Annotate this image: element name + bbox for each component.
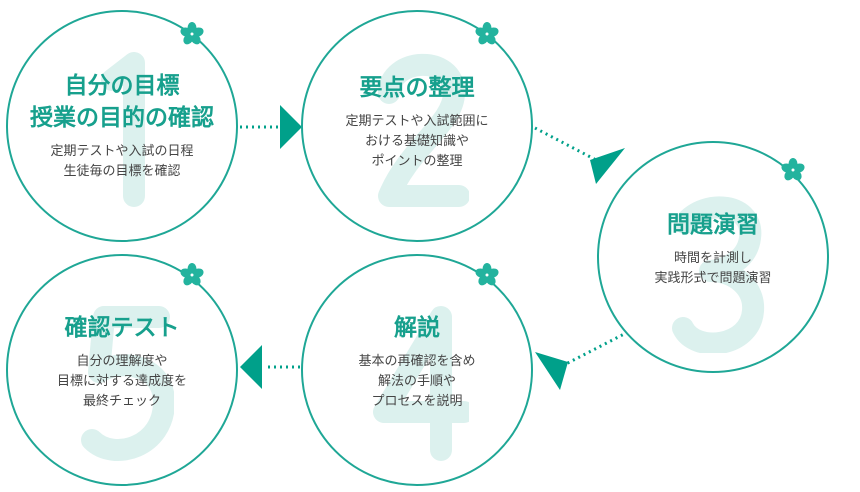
step-number-5-watermark [81, 306, 174, 461]
step-title: 自分の目標 授業の目的の確認 [30, 73, 214, 131]
step-title: 要点の整理 [359, 75, 475, 101]
step-title: 問題演習 [667, 212, 759, 238]
step-4-circle: 解説基本の再確認を含め 解法の手順や プロセスを説明 [301, 254, 533, 486]
step-3-circle: 問題演習時間を計測し 実践形式で問題演習 [597, 141, 829, 373]
step-number-2-watermark [378, 53, 469, 207]
arrow-2-to-3 [534, 126, 625, 184]
step-title: 確認テスト [64, 315, 180, 341]
step-number-3-watermark [672, 196, 765, 353]
flower-icon [475, 263, 499, 286]
step-description: 基本の再確認を含め 解法の手順や プロセスを説明 [358, 354, 476, 409]
step-5-circle: 確認テスト自分の理解度や 目標に対する達成度を 最終チェック [6, 254, 238, 486]
step-title: 解説 [394, 315, 440, 341]
step-number-1-watermark [101, 52, 145, 207]
step-1-circle: 自分の目標 授業の目的の確認定期テストや入試の日程 生徒毎の目標を確認 [6, 10, 238, 242]
step-description: 自分の理解度や 目標に対する達成度を 最終チェック [56, 354, 187, 409]
flower-icon [781, 158, 805, 181]
flower-icon [180, 22, 204, 45]
arrow-1-to-2 [240, 105, 302, 149]
step-description: 時間を計測し 実践形式で問題演習 [654, 251, 772, 286]
step-number-4-watermark [373, 306, 469, 461]
step-description: 定期テストや入試範囲に おける基礎知識や ポイントの整理 [345, 114, 489, 169]
flower-icon [180, 263, 204, 286]
arrow-4-to-5 [240, 345, 300, 389]
step-2-circle: 要点の整理定期テストや入試範囲に おける基礎知識や ポイントの整理 [301, 10, 533, 242]
arrow-3-to-4 [535, 330, 629, 390]
step-description: 定期テストや入試の日程 生徒毎の目標を確認 [50, 144, 194, 179]
flower-icon [475, 22, 499, 45]
